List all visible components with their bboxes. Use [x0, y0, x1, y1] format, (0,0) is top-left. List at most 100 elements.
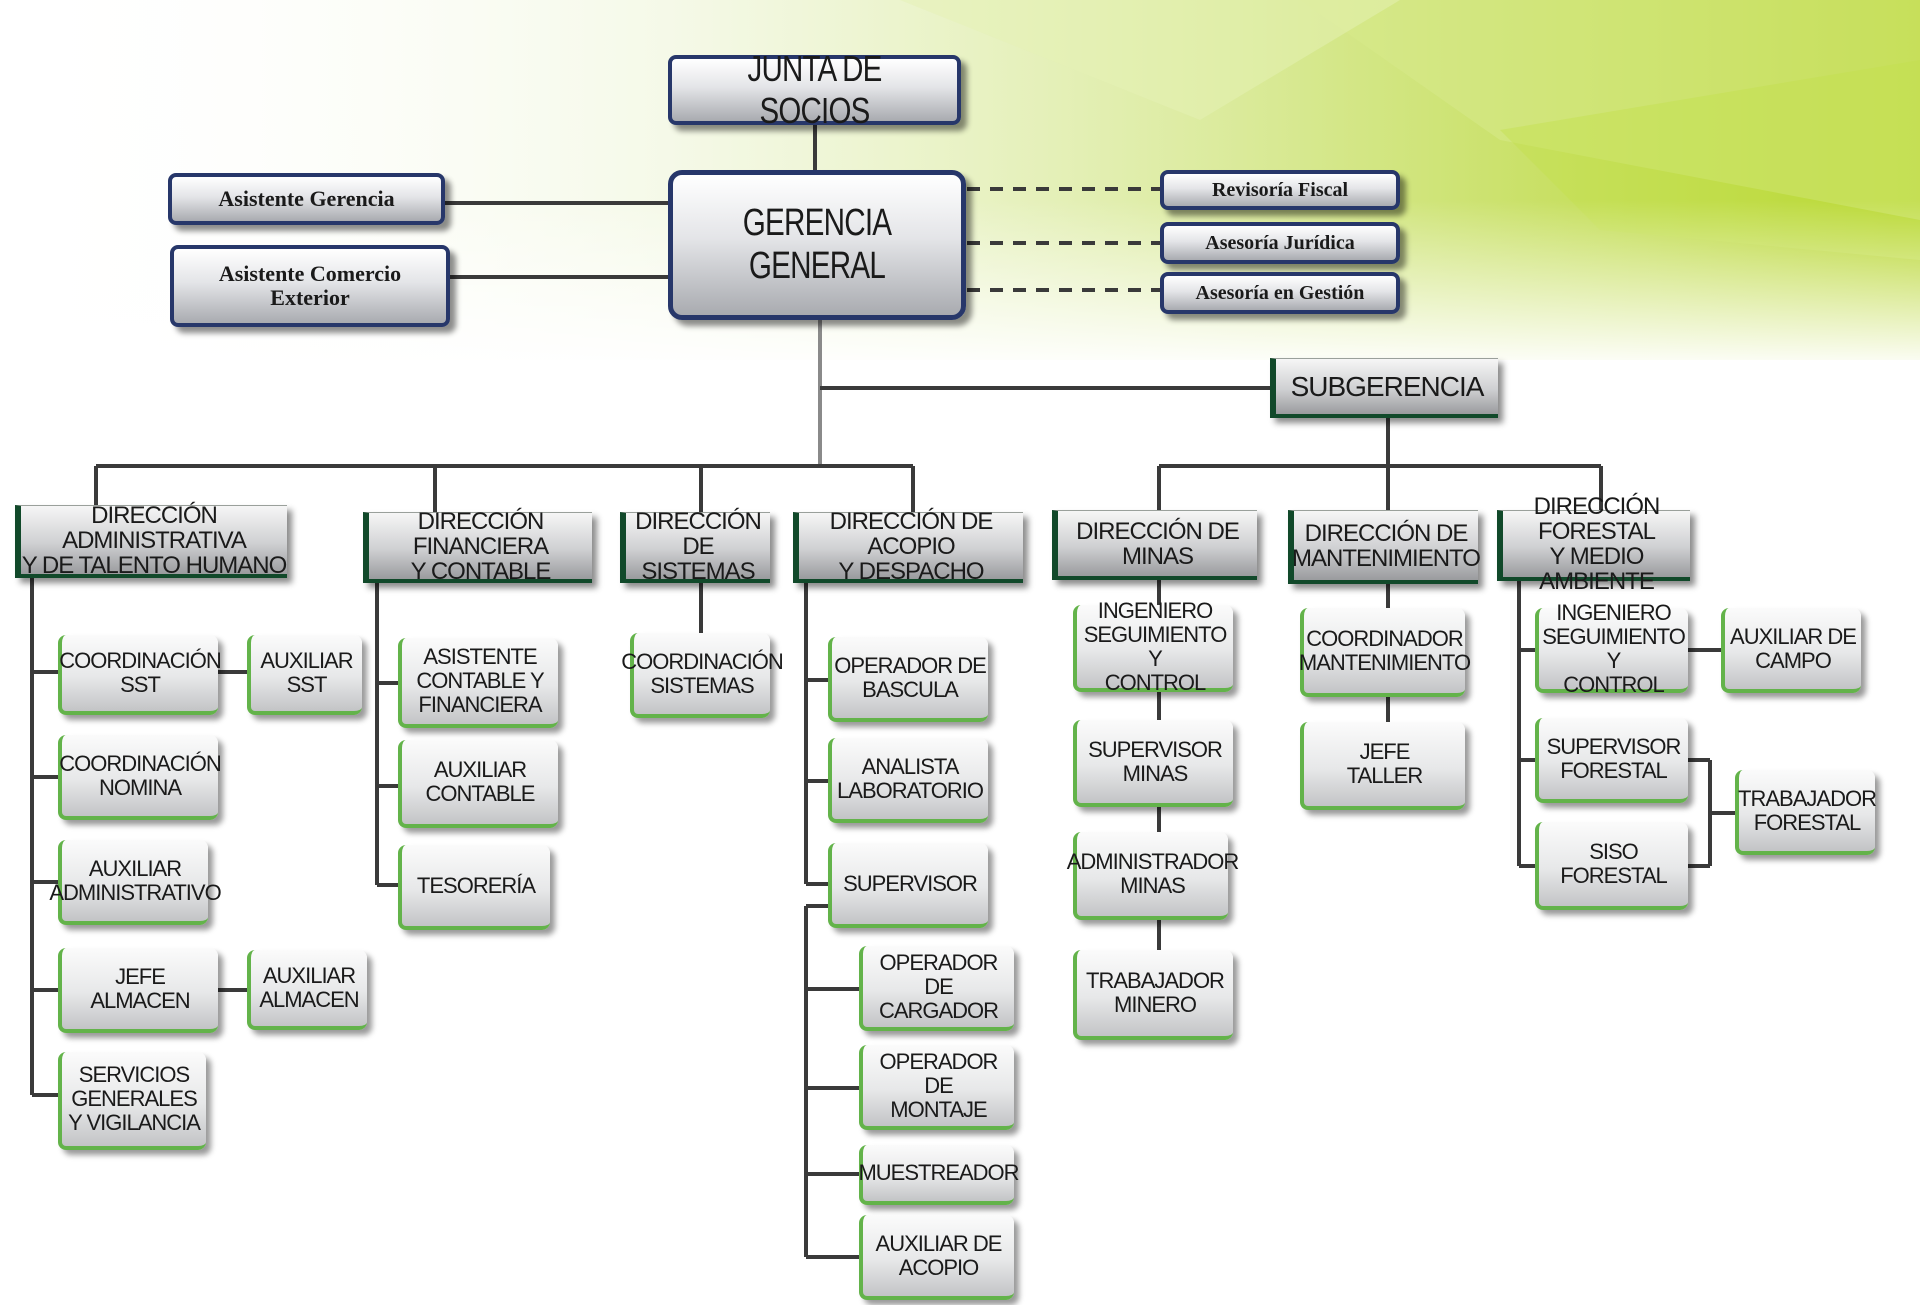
direccion-acopio-box: DIRECCIÓN DE ACOPIO Y DESPACHO: [793, 507, 1023, 585]
analista-laboratorio-line-2: LABORATORIO: [837, 777, 984, 803]
direccion-mantenimiento-line-1: DIRECCIÓN DE: [1304, 519, 1469, 547]
direccion-sistemas-box: DIRECCIÓN DE SISTEMAS: [620, 507, 770, 585]
asistente-gerencia-label: Asistente Gerencia: [218, 186, 395, 211]
muestreador-box: MUESTREADOR: [858, 1145, 1020, 1205]
siso-forestal-line-1: SISO: [1589, 839, 1639, 864]
coordinador-mantenimiento-line-2: MANTENIMIENTO: [1298, 649, 1471, 675]
auxiliar-almacen-line-1: AUXILIAR: [262, 963, 356, 988]
asesoria-juridica-label: Asesoría Jurídica: [1205, 231, 1355, 254]
asistente-contable-line-2: CONTABLE Y: [416, 668, 544, 693]
auxiliar-sst-box: AUXILIAR SST: [247, 635, 362, 715]
trabajador-forestal-box: TRABAJADOR FORESTAL: [1735, 770, 1877, 855]
operador-montaje-box: OPERADOR DE MONTAJE: [859, 1045, 1014, 1130]
direccion-financiera-box: DIRECCIÓN FINANCIERA Y CONTABLE: [363, 507, 592, 585]
operador-cargador-line-2: CARGADOR: [878, 997, 999, 1023]
direccion-forestal-line-2: Y MEDIO AMBIENTE: [1539, 543, 1655, 595]
direccion-minas-box: DIRECCIÓN DE MINAS: [1052, 510, 1257, 580]
direccion-acopio-line-2: Y DESPACHO: [838, 557, 984, 585]
analista-laboratorio-box: ANALISTA LABORATORIO: [828, 738, 988, 823]
servicios-generales-line-1: SERVICIOS: [78, 1062, 190, 1087]
jefe-almacen-box: JEFE ALMACEN: [58, 948, 218, 1033]
direccion-financiera-line-1: DIRECCIÓN FINANCIERA: [412, 507, 549, 560]
asistente-contable-box: ASISTENTE CONTABLE Y FINANCIERA: [398, 638, 558, 728]
supervisor-box: SUPERVISOR: [828, 843, 988, 928]
trabajador-minero-line-2: MINERO: [1114, 992, 1197, 1017]
auxiliar-acopio-line-1: AUXILIAR DE: [875, 1230, 1003, 1256]
coordinacion-sst-line-2: SST: [120, 672, 161, 697]
auxiliar-almacen-line-2: ALMACEN: [259, 987, 359, 1012]
asesoria-gestion-label: Asesoría en Gestión: [1195, 281, 1365, 304]
jefe-almacen-line-1: JEFE: [115, 963, 166, 989]
operador-montaje-line-1: OPERADOR DE: [879, 1048, 999, 1098]
direccion-forestal-box: DIRECCIÓN FORESTAL Y MEDIO AMBIENTE: [1497, 494, 1690, 594]
subgerencia-label: SUBGERENCIA: [1290, 371, 1485, 402]
siso-forestal-box: SISO FORESTAL: [1535, 822, 1688, 910]
supervisor-label: SUPERVISOR: [843, 870, 978, 896]
direccion-minas-line-1: DIRECCIÓN DE: [1076, 517, 1240, 545]
coordinacion-sistemas-box: COORDINACIÓN SISTEMAS: [621, 633, 784, 718]
asistente-comercio-line-1: Asistente Comercio: [218, 261, 402, 286]
administrador-minas-line-1: ADMINISTRADOR: [1066, 849, 1240, 874]
trabajador-forestal-line-1: TRABAJADOR: [1738, 785, 1877, 811]
ingeniero-forestal-box: INGENIERO SEGUIMIENTO Y CONTROL: [1535, 600, 1688, 696]
coordinador-mantenimiento-box: COORDINADOR MANTENIMIENTO: [1299, 608, 1471, 697]
auxiliar-contable-box: AUXILIAR CONTABLE: [398, 740, 558, 828]
tesoreria-box: TESORERÍA: [398, 845, 550, 930]
auxiliar-almacen-box: AUXILIAR ALMACEN: [247, 950, 367, 1030]
asistente-comercio-line-2: Exterior: [270, 285, 350, 310]
asistente-contable-line-3: FINANCIERA: [418, 692, 542, 717]
auxiliar-acopio-line-2: ACOPIO: [898, 1254, 980, 1280]
asistente-gerencia-box: Asistente Gerencia: [168, 173, 445, 225]
junta-de-socios-label: JUNTA DE SOCIOS: [747, 48, 883, 131]
ingeniero-forestal-line-1: INGENIERO: [1556, 599, 1671, 625]
siso-forestal-line-2: FORESTAL: [1560, 863, 1668, 888]
ingeniero-minas-line-1: INGENIERO: [1097, 597, 1213, 623]
coordinador-mantenimiento-line-1: COORDINADOR: [1306, 625, 1463, 651]
subgerencia-box: SUBGERENCIA: [1270, 358, 1498, 418]
direccion-minas-line-2: MINAS: [1121, 542, 1194, 570]
supervisor-minas-box: SUPERVISOR MINAS: [1073, 720, 1233, 807]
auxiliar-campo-line-2: CAMPO: [1755, 647, 1832, 673]
auxiliar-contable-line-2: CONTABLE: [425, 781, 536, 806]
auxiliar-sst-line-2: SST: [286, 672, 328, 697]
direccion-acopio-line-1: DIRECCIÓN DE ACOPIO: [829, 507, 994, 560]
servicios-generales-line-3: Y VIGILANCIA: [68, 1110, 201, 1135]
supervisor-forestal-line-2: FORESTAL: [1560, 757, 1668, 783]
operador-montaje-line-2: MONTAJE: [890, 1096, 987, 1122]
ingeniero-forestal-line-2: SEGUIMIENTO Y: [1542, 623, 1686, 673]
direccion-financiera-line-2: Y CONTABLE: [410, 557, 552, 585]
direccion-sistemas-line-2: SISTEMAS: [641, 557, 755, 585]
operador-cargador-line-1: OPERADOR DE: [879, 949, 999, 999]
administrador-minas-line-2: MINAS: [1120, 873, 1186, 898]
ingeniero-minas-line-2: SEGUIMIENTO Y: [1083, 621, 1228, 671]
servicios-generales-box: SERVICIOS GENERALES Y VIGILANCIA: [58, 1052, 206, 1150]
revisoria-fiscal-box: Revisoría Fiscal: [1160, 170, 1400, 210]
direccion-administrativa-line-2: Y DE TALENTO HUMANO: [21, 551, 288, 579]
supervisor-forestal-line-1: SUPERVISOR: [1546, 733, 1682, 759]
direccion-administrativa-box: DIRECCIÓN ADMINISTRATIVA Y DE TALENTO HU…: [15, 503, 288, 579]
asesoria-juridica-box: Asesoría Jurídica: [1160, 222, 1400, 264]
auxiliar-campo-box: AUXILIAR DE CAMPO: [1721, 608, 1861, 693]
coordinacion-sistemas-line-2: SISTEMAS: [650, 672, 754, 698]
administrador-minas-box: ADMINISTRADOR MINAS: [1067, 832, 1239, 920]
auxiliar-acopio-box: AUXILIAR DE ACOPIO: [859, 1215, 1014, 1300]
coordinacion-nomina-line-2: NOMINA: [99, 774, 182, 800]
gerencia-general-label: GERENCIA GENERAL: [742, 202, 892, 287]
direccion-sistemas-line-1: DIRECCIÓN DE: [635, 507, 762, 560]
auxiliar-campo-line-1: AUXILIAR DE: [1730, 623, 1857, 649]
trabajador-forestal-line-2: FORESTAL: [1753, 809, 1862, 835]
coordinacion-sst-line-1: COORDINACIÓN: [59, 648, 222, 673]
direccion-forestal-line-1: DIRECCIÓN FORESTAL: [1533, 493, 1661, 545]
jefe-taller-line-1: JEFE: [1359, 739, 1411, 764]
auxiliar-sst-line-1: AUXILIAR: [260, 648, 353, 673]
junta-de-socios-box: JUNTA DE SOCIOS: [668, 48, 961, 131]
servicios-generales-line-2: GENERALES: [71, 1086, 197, 1111]
auxiliar-administrativo-box: AUXILIAR ADMINISTRATIVO: [49, 840, 222, 925]
muestreador-label: MUESTREADOR: [858, 1160, 1019, 1185]
asistente-contable-line-1: ASISTENTE: [423, 644, 537, 669]
tesoreria-label: TESORERÍA: [416, 872, 536, 898]
coordinacion-nomina-line-1: COORDINACIÓN: [59, 750, 222, 776]
ingeniero-minas-line-3: CONTROL: [1104, 669, 1207, 695]
ingeniero-minas-box: INGENIERO SEGUIMIENTO Y CONTROL: [1073, 598, 1233, 695]
